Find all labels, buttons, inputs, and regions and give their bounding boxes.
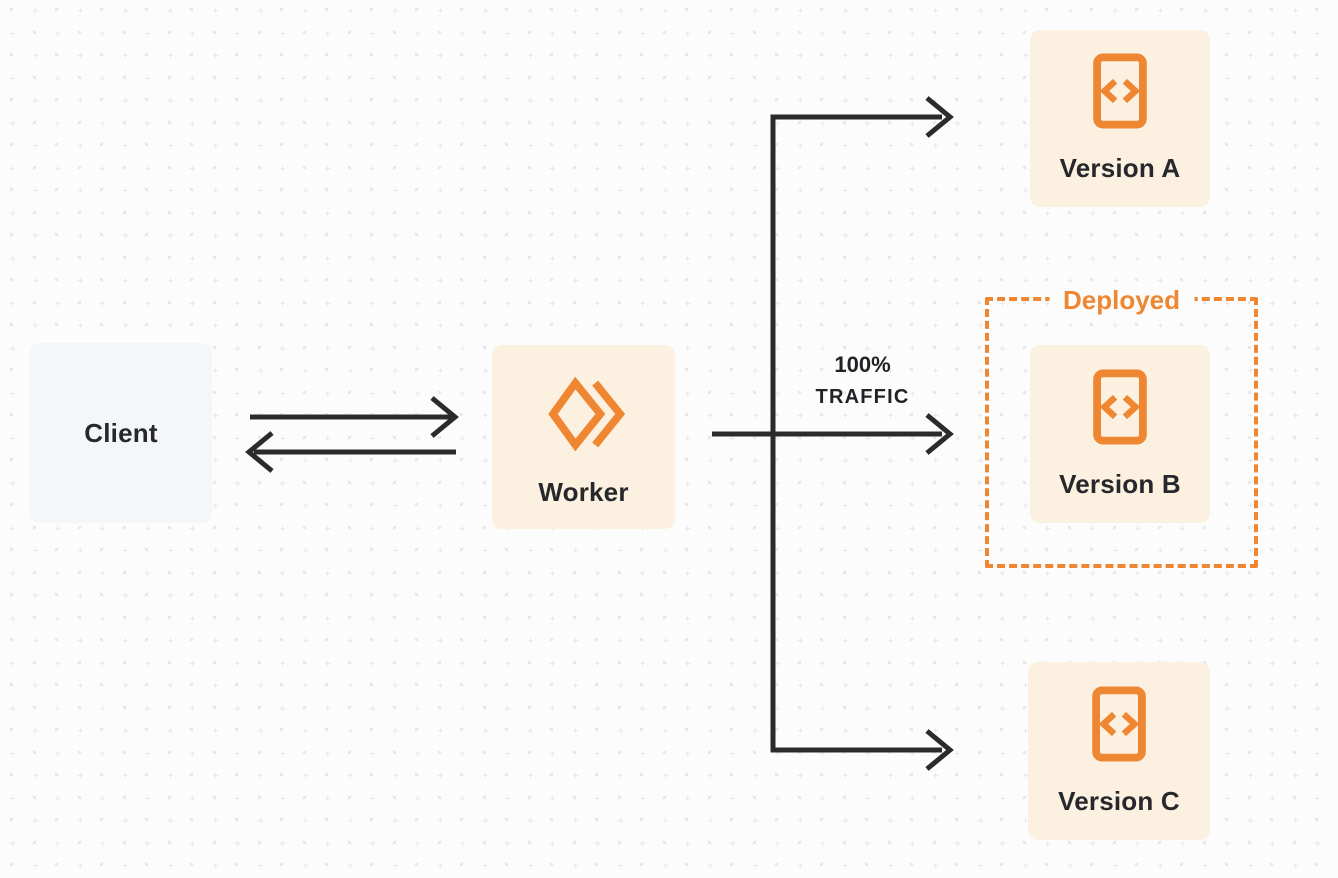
code-file-icon <box>1092 368 1148 445</box>
code-file-icon <box>1091 685 1147 762</box>
client-label: Client <box>84 417 158 448</box>
arrowhead-right-icon <box>925 413 954 455</box>
version-c-node: Version C <box>1028 662 1210 840</box>
response-arrow <box>245 431 456 473</box>
arrowhead-right-icon <box>430 396 459 438</box>
traffic-percentage-label: 100% TRAFFIC <box>775 349 950 414</box>
version-b-node: Version B <box>1030 345 1210 523</box>
deployed-boundary: Deployed <box>985 284 1258 568</box>
version-b-label: Version B <box>1059 468 1181 499</box>
version-c-label: Version C <box>1058 785 1180 816</box>
arrowhead-right-icon <box>925 729 954 771</box>
code-file-icon <box>1092 53 1148 129</box>
branch-arrow-middle <box>712 413 954 455</box>
version-a-label: Version A <box>1059 153 1181 183</box>
traffic-percent-text: 100% <box>834 352 891 377</box>
worker-node: Worker <box>492 345 675 529</box>
version-a-node: Version A <box>1030 30 1210 207</box>
arrowhead-left-icon <box>245 431 274 473</box>
client-node: Client <box>30 343 212 523</box>
traffic-word-text: TRAFFIC <box>815 386 910 408</box>
worker-label: Worker <box>538 476 629 507</box>
deployed-label: Deployed <box>1048 284 1195 316</box>
request-arrow <box>250 396 459 438</box>
worker-double-chevron-diamond-icon <box>540 371 628 457</box>
arrowhead-right-icon <box>925 96 954 138</box>
